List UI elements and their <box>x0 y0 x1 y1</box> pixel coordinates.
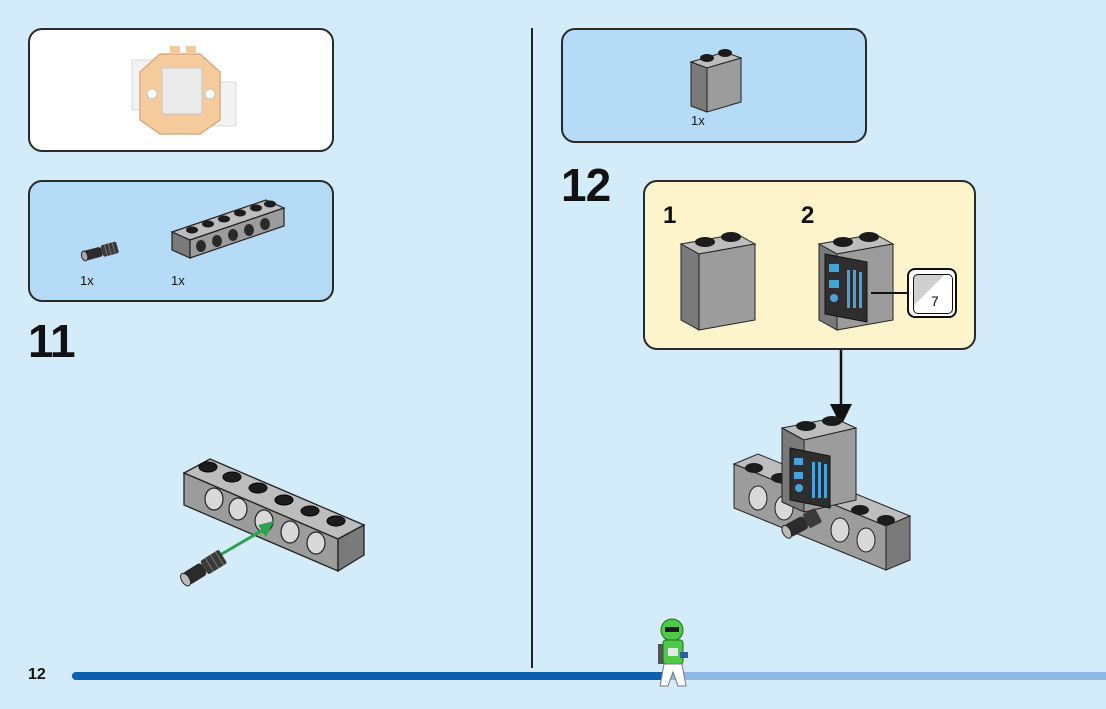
sticker-connector-line <box>871 292 911 294</box>
progress-bar <box>72 672 672 680</box>
brick-1x2x2-icon <box>689 49 743 113</box>
step-12-illustration <box>732 416 912 571</box>
step-11-illustration <box>180 458 366 587</box>
substep-panel: 1 2 7 <box>643 180 976 350</box>
sticker-number: 7 <box>931 293 939 309</box>
sticker-sheet-icon <box>913 274 953 314</box>
parts-panel-step-12: 1x <box>561 28 867 143</box>
step-number-12: 12 <box>561 159 611 211</box>
insert-pin-arrow-icon <box>219 525 269 557</box>
pin-connector-icon <box>80 241 119 262</box>
substep-number-1: 1 <box>663 202 677 229</box>
part-qty-pin: 1x <box>80 273 94 288</box>
sticker-callout: 7 <box>907 268 957 318</box>
down-arrow-icon <box>830 350 852 426</box>
technic-brick-1x6-icon <box>170 199 286 259</box>
substep-number-2: 2 <box>801 202 815 229</box>
model-preview-panel <box>28 28 334 152</box>
parts-panel-step-11: 1x 1x <box>28 180 334 302</box>
part-qty-technic-brick: 1x <box>171 273 185 288</box>
brick-1x2x2-icon <box>679 232 757 331</box>
part-qty-brick: 1x <box>691 113 705 128</box>
page-divider <box>531 28 533 668</box>
assembled-model-preview-icon <box>131 46 237 135</box>
minifigure-icon <box>658 618 688 687</box>
brick-with-sticker-icon <box>817 232 895 331</box>
step-number-11: 11 <box>28 315 76 367</box>
page-number: 12 <box>28 666 46 683</box>
